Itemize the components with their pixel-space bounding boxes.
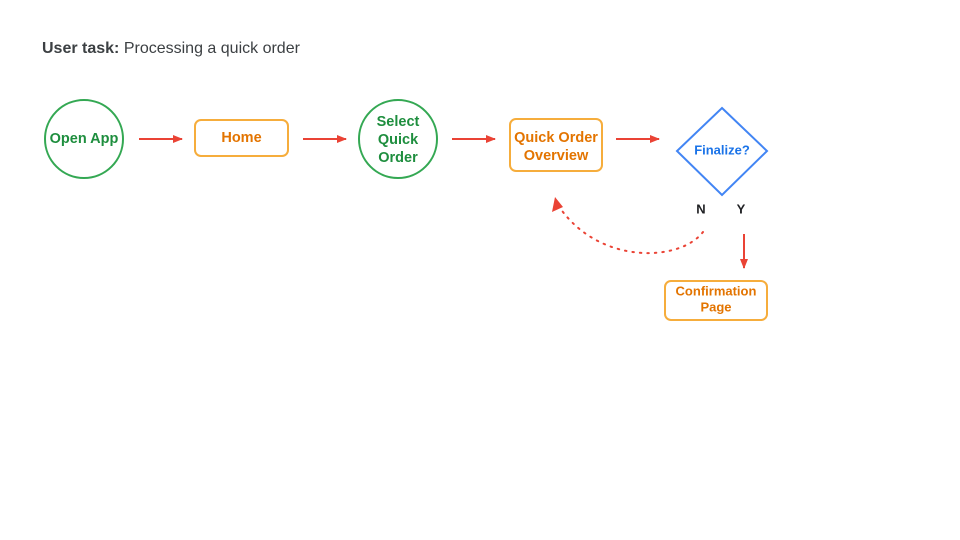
node-confirmation-page: Confirmation Page: [664, 280, 768, 321]
node-quick-order-overview: Quick Order Overview: [509, 118, 603, 172]
node-select-quick-order: Select Quick Order: [358, 99, 438, 179]
branch-no-label: N: [696, 201, 705, 216]
node-overview-line-1: Quick Order: [514, 130, 598, 146]
node-select-line-3: Order: [378, 150, 418, 166]
node-home-label: Home: [221, 130, 261, 146]
node-confirmation-line-1: Confirmation: [676, 283, 757, 298]
node-finalize-label: Finalize?: [694, 142, 750, 157]
branch-yes-label: Y: [737, 201, 746, 216]
node-home: Home: [194, 119, 289, 157]
node-overview-line-2: Overview: [524, 148, 589, 164]
task-title-text: Processing a quick order: [123, 40, 300, 57]
arrow-no-loop-back: [559, 207, 704, 255]
node-confirmation-line-2: Page: [700, 299, 731, 314]
node-select-line-2: Quick: [378, 132, 419, 148]
arrow-no-loop-back-head: [552, 197, 563, 212]
node-finalize: Finalize?: [675, 106, 769, 197]
node-open-app: Open App: [44, 99, 124, 179]
node-select-line-1: Select: [377, 114, 420, 130]
task-title: User task: Processing a quick order: [42, 40, 300, 58]
task-title-label: User task:: [42, 40, 120, 57]
node-open-app-label: Open App: [50, 131, 119, 147]
